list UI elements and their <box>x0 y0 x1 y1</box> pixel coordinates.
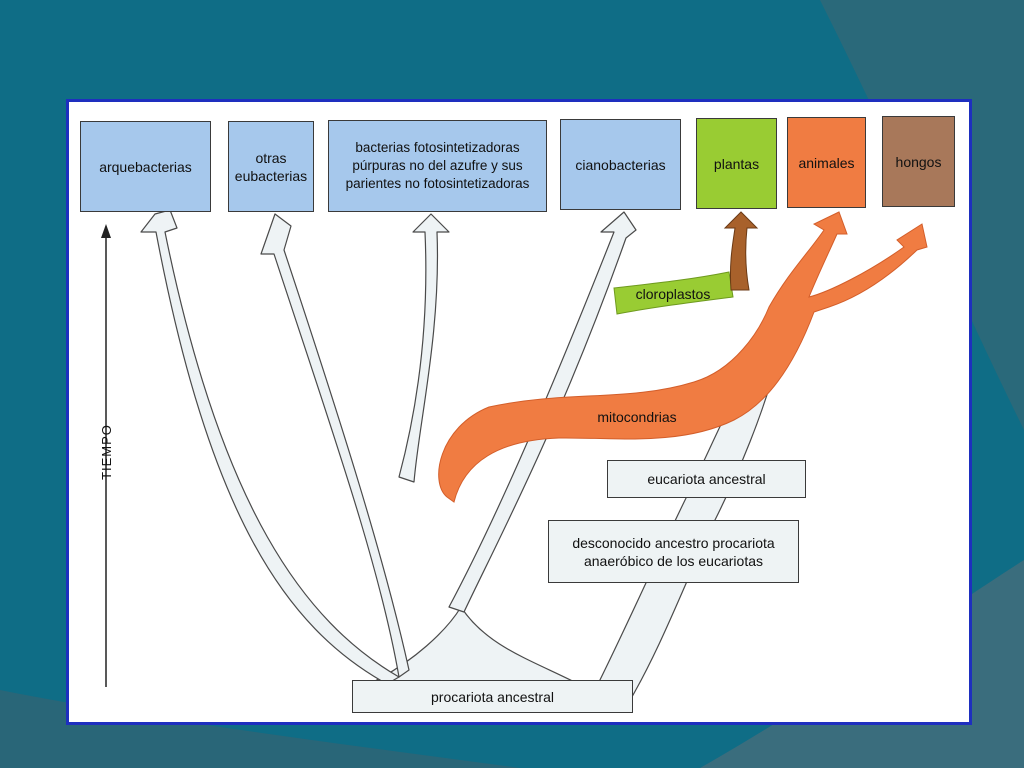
branch-bacterias-fotosintetizadoras <box>398 213 450 483</box>
box-hongos: hongos <box>882 116 955 207</box>
box-animales: animales <box>787 117 866 208</box>
mitocondrias-stream <box>438 211 928 503</box>
mitocondrias-label: mitocondrias <box>597 409 677 425</box>
tiempo-label: TIEMPO <box>98 424 114 480</box>
cloroplastos-label: cloroplastos <box>635 286 711 302</box>
box-eucariota-ancestral: eucariota ancestral <box>607 460 806 498</box>
box-bacterias-fotosintetizadoras: bacterias fotosintetizadoras púrpuras no… <box>328 120 547 212</box>
box-plantas: plantas <box>696 118 777 209</box>
box-desconocido-ancestro: desconocido ancestro procariota anaeróbi… <box>548 520 799 583</box>
tiempo-axis-arrowhead <box>101 224 111 238</box>
box-procariota-ancestral: procariota ancestral <box>352 680 633 713</box>
evolution-figure: TIEMPO arquebacterias otras eubacterias … <box>66 99 972 725</box>
box-cianobacterias: cianobacterias <box>560 119 681 210</box>
cloroplastos-stream <box>613 271 734 315</box>
branch-arquebacterias <box>140 209 400 685</box>
plantas-arrow <box>723 211 759 291</box>
box-arquebacterias: arquebacterias <box>80 121 211 212</box>
box-otras-eubacterias: otras eubacterias <box>228 121 314 212</box>
branch-otras-eubacterias <box>260 213 410 678</box>
